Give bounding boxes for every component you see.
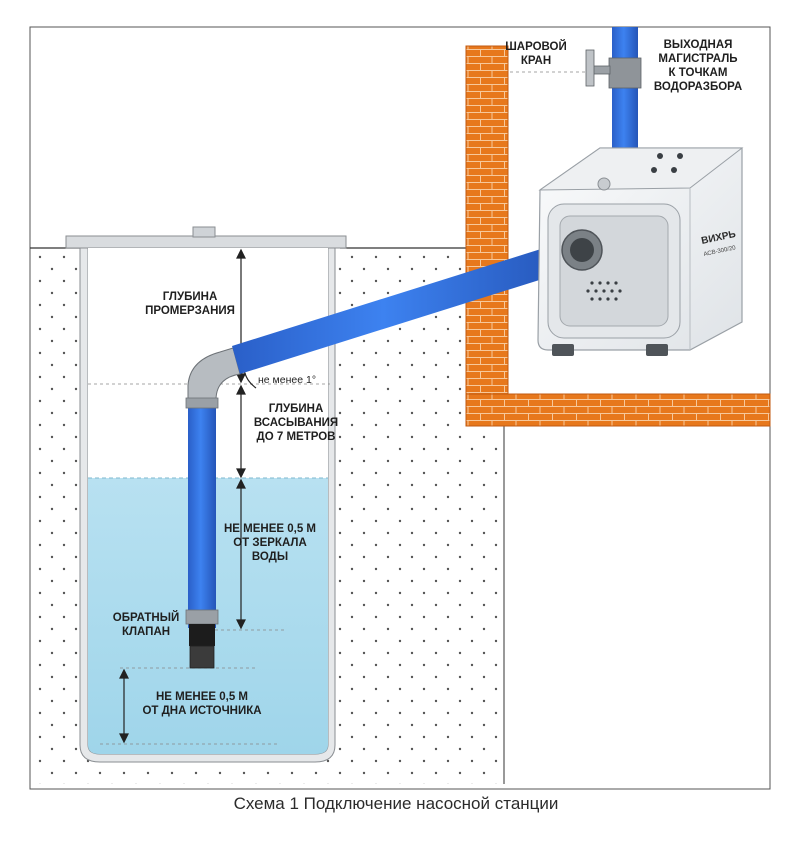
figure-caption: Схема 1 Подключение насосной станции: [234, 794, 559, 813]
label-line: ГЛУБИНА: [163, 291, 218, 303]
label-line: ВОДЫ: [252, 551, 288, 563]
label-line: НЕ МЕНЕЕ 0,5 М: [224, 523, 316, 535]
label-ball-valve: ШАРОВОЙ КРАН: [505, 40, 567, 67]
label-line: КРАН: [521, 55, 551, 67]
label-line: ОБРАТНЫЙ: [113, 611, 179, 624]
label-line: КЛАПАН: [122, 626, 170, 638]
pump-station: ВИХРЬ АСВ-300/20: [537, 147, 744, 356]
pump-foot-right: [646, 344, 668, 356]
brick-floor: [465, 393, 771, 427]
label-line: ВОДОРАЗБОРА: [654, 81, 742, 93]
label-line: ОТ ЗЕРКАЛА: [233, 537, 307, 549]
pump-filler-cap: [597, 177, 611, 191]
label-line: ВСАСЫВАНИЯ: [254, 417, 338, 429]
suction-pipe-vertical: [188, 398, 216, 628]
well-cover-hatch: [192, 226, 216, 238]
pump-top-indicators: [651, 153, 683, 173]
elbow-fitting: [185, 397, 219, 409]
label-slope: не менее 1°: [258, 374, 316, 386]
label-outlet-line: ВЫХОДНАЯ МАГИСТРАЛЬ К ТОЧКАМ ВОДОРАЗБОРА: [654, 39, 742, 93]
label-line: ГЛУБИНА: [269, 403, 324, 415]
ball-valve-lever: [585, 49, 595, 87]
label-line: ВЫХОДНАЯ: [664, 39, 733, 51]
label-line: ШАРОВОЙ: [505, 40, 567, 53]
pump-top: [538, 147, 744, 191]
sloped-pipe: [232, 243, 568, 374]
label-line: ПРОМЕРЗАНИЯ: [145, 305, 235, 317]
pump-foot-left: [552, 344, 574, 356]
brick-wall: [465, 45, 509, 427]
label-line: ОТ ДНА ИСТОЧНИКА: [142, 705, 261, 717]
check-valve-inlet: [189, 645, 215, 669]
label-line: МАГИСТРАЛЬ: [658, 53, 737, 65]
label-freeze-depth: ГЛУБИНА ПРОМЕРЗАНИЯ: [145, 291, 235, 317]
label-line: К ТОЧКАМ: [669, 67, 728, 79]
label-min-from-bottom: НЕ МЕНЕЕ 0,5 М ОТ ДНА ИСТОЧНИКА: [142, 691, 261, 717]
pump-inlet-hole: [570, 238, 594, 262]
outlet-pipe-vertical: [612, 27, 638, 167]
check-valve: [189, 624, 215, 646]
label-suction-depth: ГЛУБИНА ВСАСЫВАНИЯ ДО 7 МЕТРОВ: [254, 403, 338, 443]
well-cover: [65, 235, 347, 249]
label-check-valve: ОБРАТНЫЙ КЛАПАН: [113, 611, 179, 638]
label-line: НЕ МЕНЕЕ 0,5 М: [156, 691, 248, 703]
suction-pipe: [185, 347, 241, 669]
label-line: ДО 7 МЕТРОВ: [257, 431, 336, 443]
ball-valve-body: [608, 57, 642, 89]
valve-coupling: [185, 609, 219, 625]
pump-vent-grille: [586, 281, 622, 301]
label-min-from-surface: НЕ МЕНЕЕ 0,5 М ОТ ЗЕРКАЛА ВОДЫ: [224, 523, 316, 563]
